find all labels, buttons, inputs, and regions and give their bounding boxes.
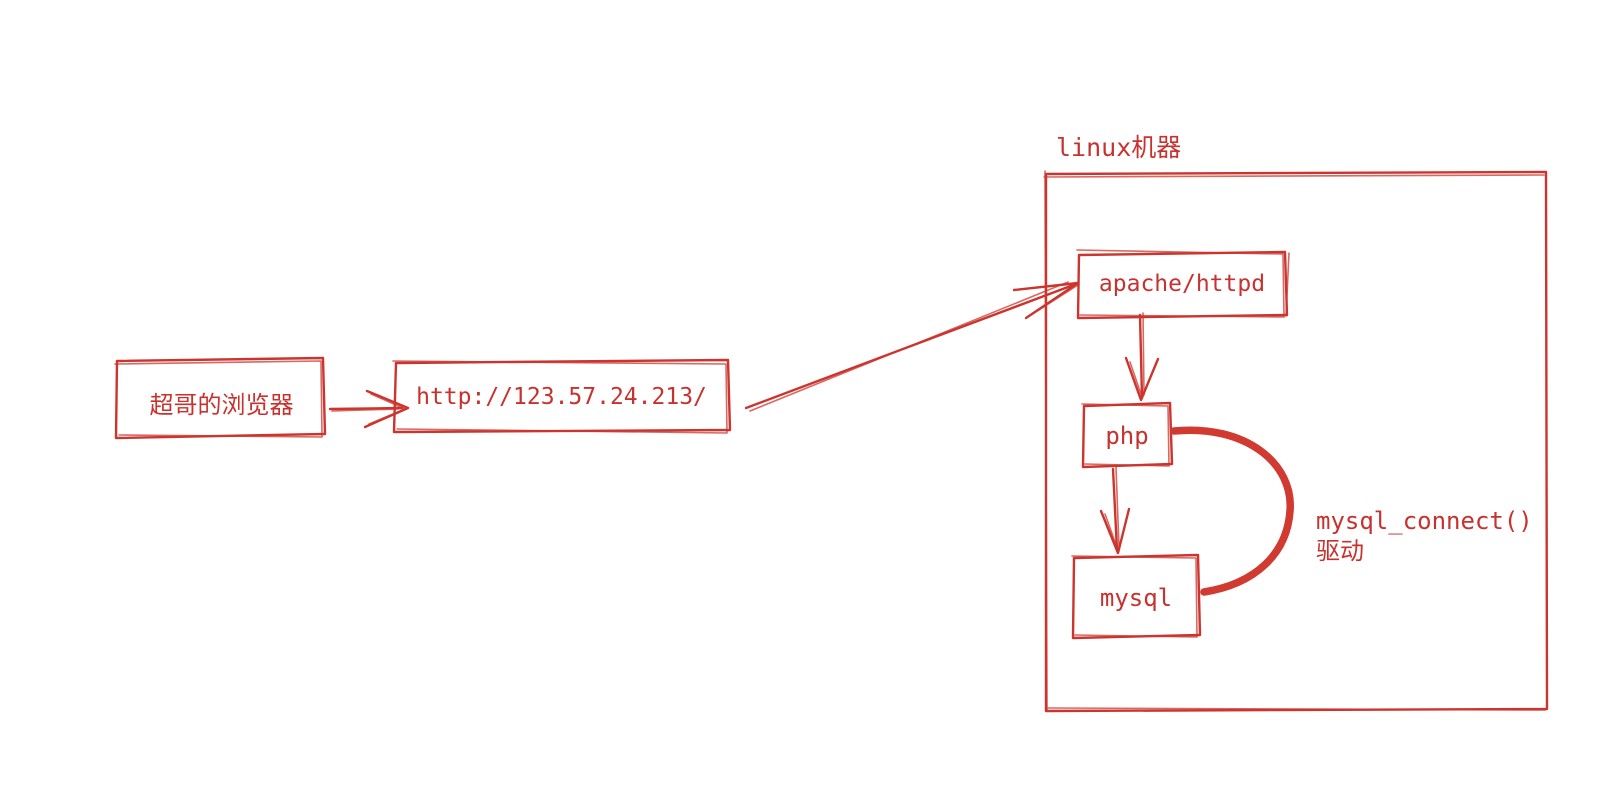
linux-machine-title: linux机器 <box>1056 133 1182 162</box>
url-box-border <box>392 358 732 434</box>
mysql-box-border <box>1071 553 1202 640</box>
arrow-apache-to-php <box>1124 312 1160 402</box>
mysql-connect-annotation-line1: mysql_connect() <box>1316 507 1533 535</box>
apache-box-border <box>1076 249 1290 320</box>
url-node-label: http://123.57.24.213/ <box>416 384 707 410</box>
apache-node-label: apache/httpd <box>1098 271 1266 297</box>
linux-machine-border <box>1043 170 1549 713</box>
php-box-border <box>1081 401 1174 469</box>
mysql-node-label: mysql <box>1099 584 1173 612</box>
arrow-url-to-apache <box>744 281 1080 412</box>
browser-node-label: 超哥的浏览器 <box>149 391 294 419</box>
arrow-php-to-mysql <box>1099 466 1131 555</box>
mysql-connect-curve <box>1170 426 1294 596</box>
mysql-connect-annotation-line2: 驱动 <box>1316 537 1364 565</box>
arrow-browser-to-url <box>328 389 410 429</box>
browser-box-border <box>114 356 327 440</box>
mysql-connect-annotation: mysql_connect() 驱动 <box>1316 506 1533 566</box>
php-node-label: php <box>1105 422 1149 450</box>
